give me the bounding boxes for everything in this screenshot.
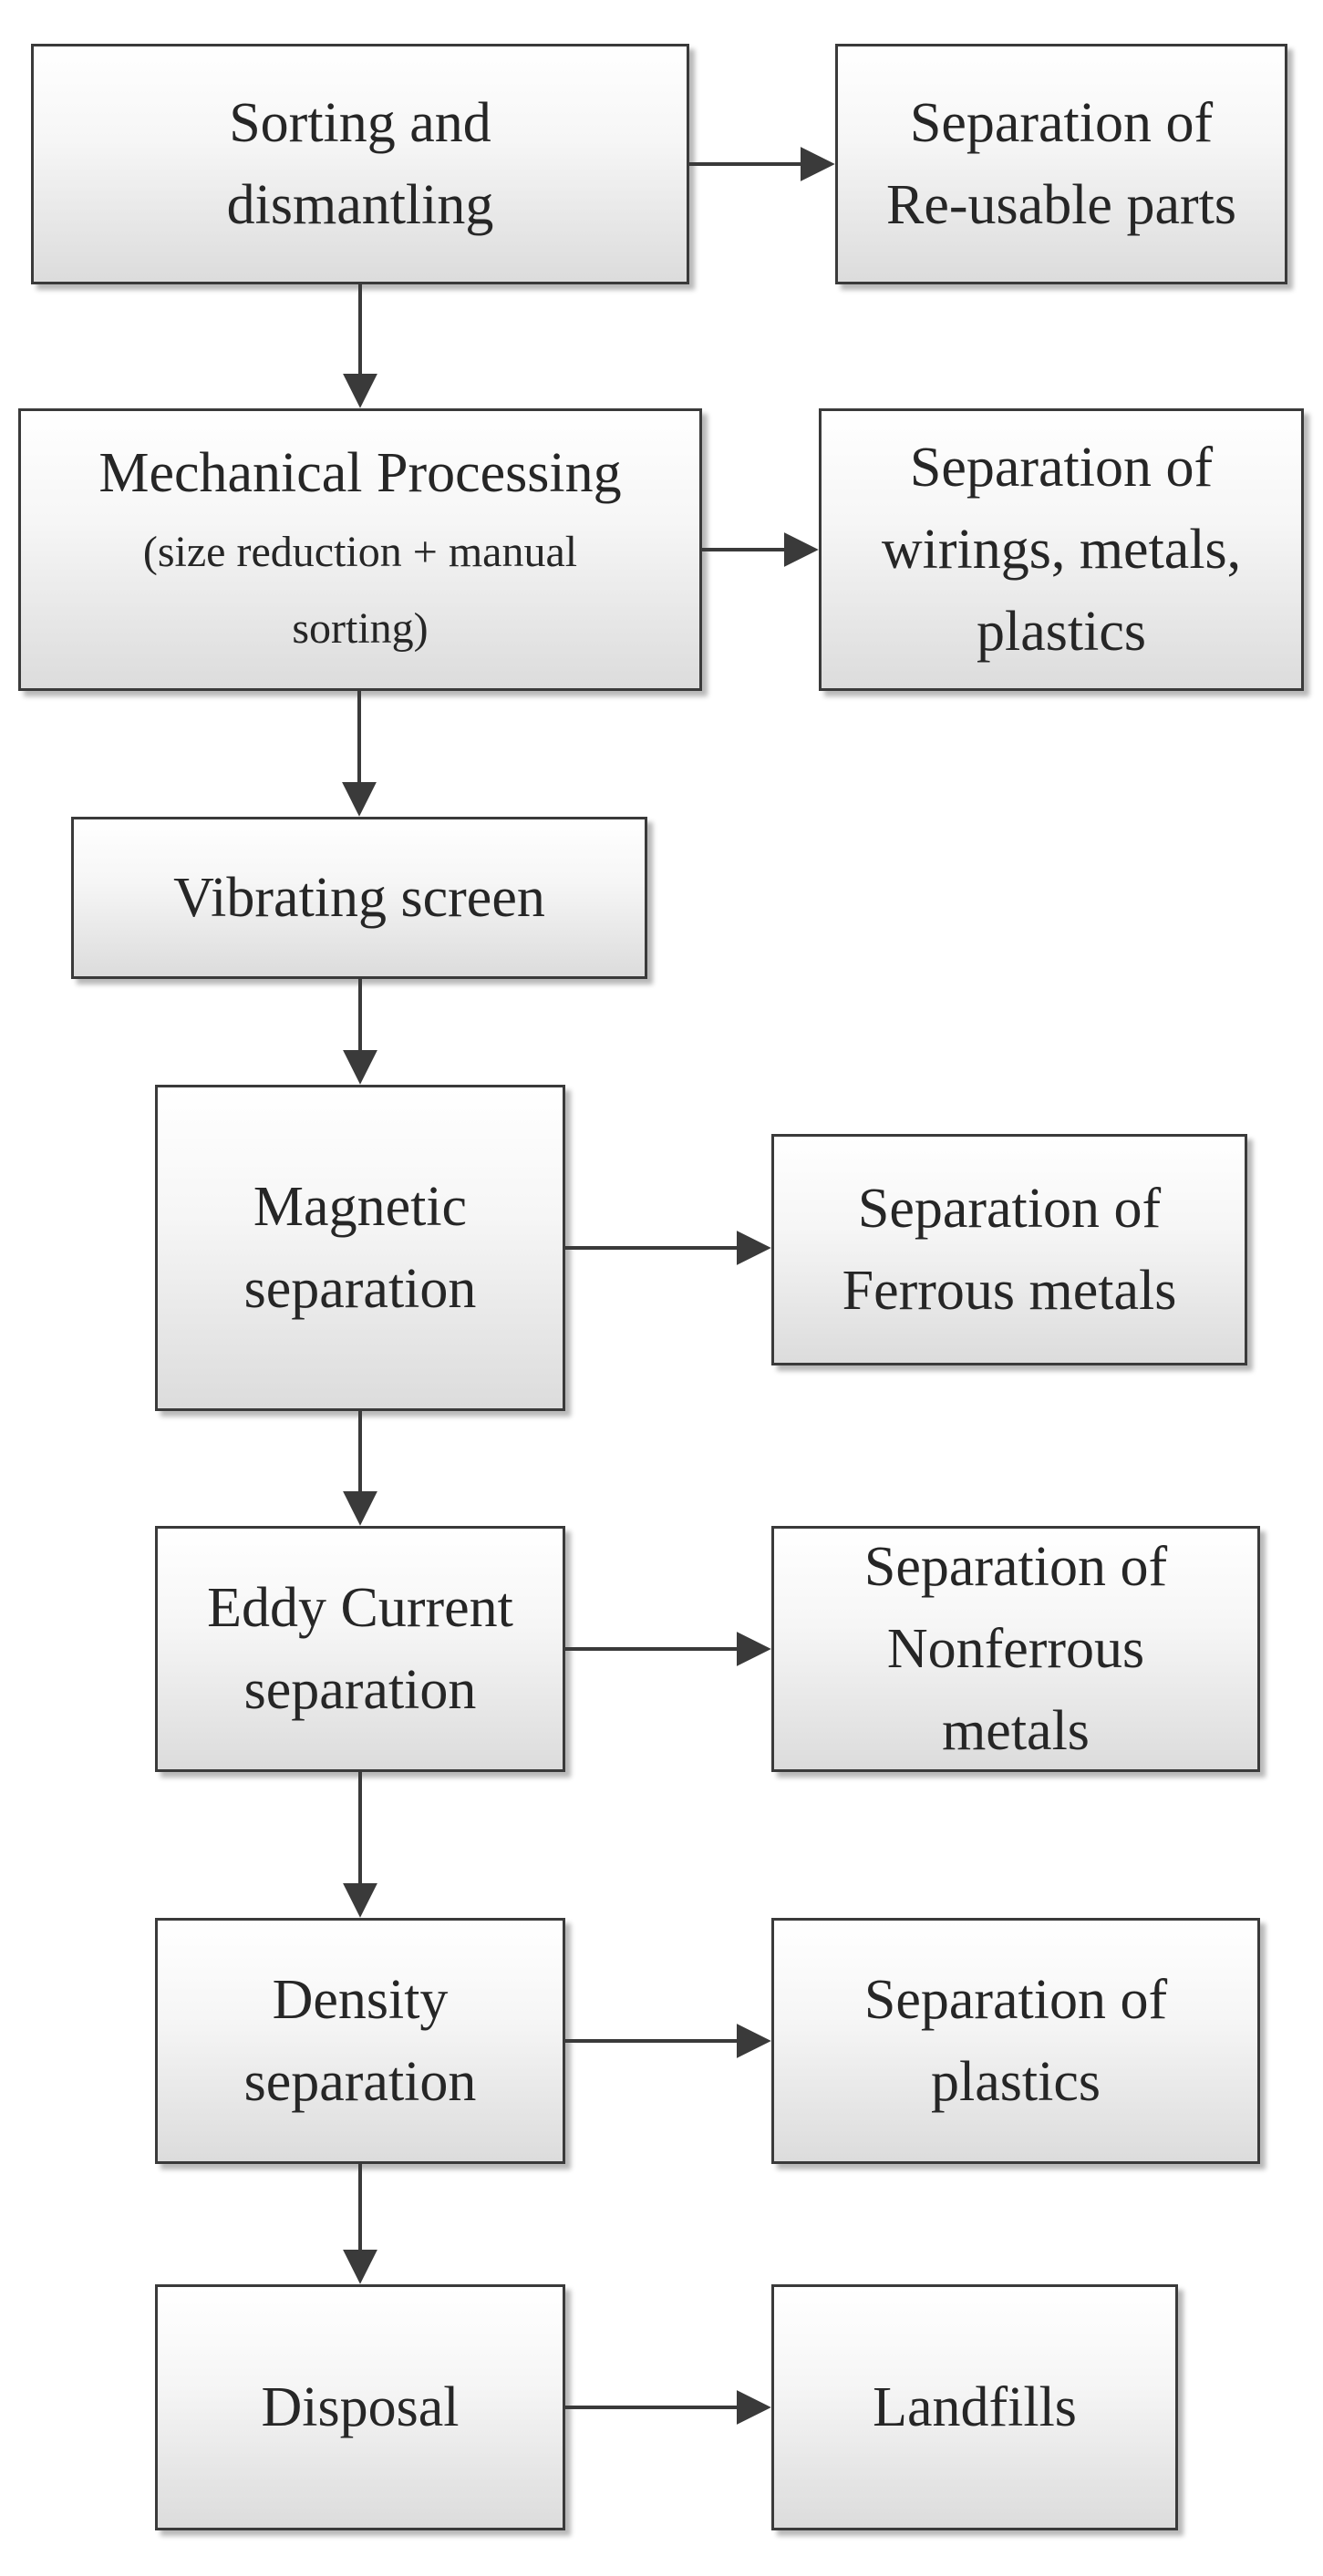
node-sorting-and-dismantling: Sorting and dismantling bbox=[31, 44, 689, 284]
node-label-line: Nonferrous bbox=[886, 1618, 1145, 1680]
node-eddy-current-separation: Eddy Current separation bbox=[155, 1526, 565, 1772]
node-magnetic-separation: Magnetic separation bbox=[155, 1085, 565, 1411]
node-separation-wirings-metals-plastics: Separation of wirings, metals, plastics bbox=[819, 408, 1304, 691]
node-label-line: Separation of bbox=[863, 1536, 1168, 1598]
node-label-line: Separation of bbox=[909, 437, 1214, 499]
node-label-line: Landfills bbox=[873, 2376, 1077, 2438]
node-label-line: dismantling bbox=[226, 174, 494, 236]
node-label-line: Separation of bbox=[909, 92, 1214, 154]
node-label-line: Disposal bbox=[261, 2376, 460, 2438]
node-label-line: separation bbox=[243, 2051, 477, 2113]
node-label-line: Vibrating screen bbox=[173, 867, 545, 929]
node-label-line: separation bbox=[243, 1659, 477, 1721]
node-label-line: Separation of bbox=[857, 1178, 1162, 1240]
node-mechanical-processing: Mechanical Processing (size reduction + … bbox=[18, 408, 702, 691]
node-label-line: Re-usable parts bbox=[886, 174, 1236, 236]
node-separation-reusable-parts: Separation of Re-usable parts bbox=[835, 44, 1287, 284]
node-label-line: plastics bbox=[931, 2051, 1101, 2113]
node-label-line: metals bbox=[942, 1700, 1090, 1762]
node-label-line: (size reduction + manual bbox=[142, 528, 578, 576]
node-label-line: Density bbox=[272, 1969, 449, 2031]
node-label-line: separation bbox=[243, 1258, 477, 1320]
node-label-line: sorting) bbox=[292, 604, 429, 653]
node-disposal: Disposal bbox=[155, 2284, 565, 2530]
node-separation-ferrous-metals: Separation of Ferrous metals bbox=[771, 1134, 1247, 1365]
node-label-line: Ferrous metals bbox=[842, 1260, 1177, 1322]
node-separation-nonferrous-metals: Separation of Nonferrous metals bbox=[771, 1526, 1260, 1772]
node-label-line: Mechanical Processing bbox=[98, 442, 622, 504]
node-label-line: Sorting and bbox=[229, 92, 491, 154]
node-label-line: plastics bbox=[977, 601, 1146, 663]
node-density-separation: Density separation bbox=[155, 1918, 565, 2164]
node-label-line: wirings, metals, bbox=[881, 519, 1242, 581]
node-label-line: Eddy Current bbox=[207, 1577, 513, 1639]
node-landfills: Landfills bbox=[771, 2284, 1178, 2530]
node-separation-plastics: Separation of plastics bbox=[771, 1918, 1260, 2164]
node-label-line: Magnetic bbox=[253, 1176, 468, 1238]
node-vibrating-screen: Vibrating screen bbox=[71, 817, 647, 979]
node-label-line: Separation of bbox=[863, 1969, 1168, 2031]
